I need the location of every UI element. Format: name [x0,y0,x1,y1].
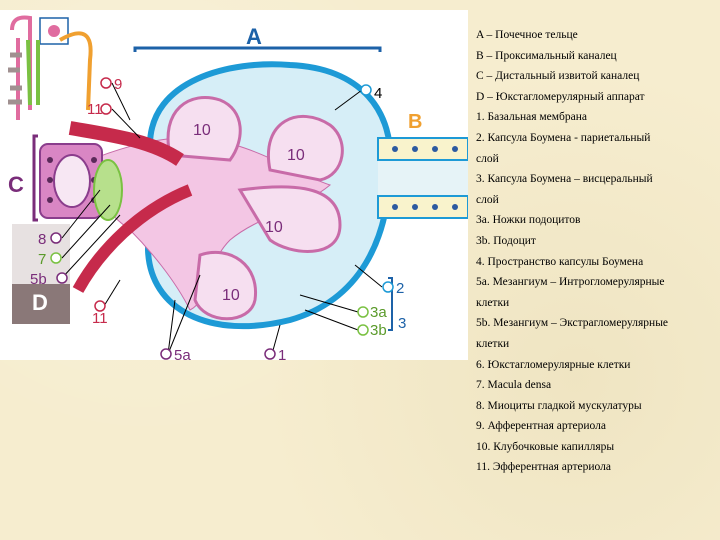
legend-line: клетки [476,296,510,309]
legend-line: 1. Базальная мембрана [476,111,587,124]
legend-line: 3. Капсула Боумена – висцеральный [476,173,653,186]
callout-5b: 5b [30,271,47,288]
callout-6: 7 [38,251,46,268]
legend: A – Почечное тельце B – Проксимальный кан… [476,25,716,478]
legend-line: 5a. Мезангиум – Интрогломерулярные [476,276,665,289]
legend-line: C – Дистальный извитой каналец [476,70,640,83]
legend-line: 11. Эфферентная артериола [476,461,611,474]
legend-line: слой [476,193,499,206]
legend-line: 3а. Ножки подоцитов [476,214,581,227]
callout-7: 8 [38,231,46,248]
renal-corpuscle-diagram: A B C D 10 10 10 10 9 11 4 8 7 5b 11 3a … [0,10,469,364]
legend-line: 10. Клубочковые капилляры [476,440,615,453]
bracket-c [32,134,38,222]
region-label-a: A [246,24,262,49]
callout-8-marker [100,77,112,89]
legend-line: 8. Миоциты гладкой мускулатуры [476,399,642,412]
callout-2-marker [382,281,394,293]
legend-line: 5b. Мезангиум – Экстрагломерулярные [476,317,669,330]
callout-9: 11 [87,101,103,118]
capillary-label: 10 [222,287,240,304]
callout-6-marker [50,252,62,264]
callout-11-marker [94,300,106,312]
callout-4: 4 [374,85,382,102]
capillary-label: 10 [193,122,211,139]
legend-line: D – Юкстагломерулярный аппарат [476,90,645,103]
legend-line: 6. Юкстагломерулярные клетки [476,358,631,371]
region-label-c: C [8,172,24,197]
callout-11-label: 11 [92,310,108,327]
legend-line: 4. Пространство капсулы Боумена [476,255,644,268]
callout-2: 2 [396,280,404,297]
jg-cells [93,159,123,221]
afferent-arteriole [68,121,184,166]
leader-lines [61,82,383,355]
callout-8: 9 [114,76,122,93]
bracket-3 [388,277,393,331]
region-label-b: B [408,111,422,133]
nephron-thumbnail-icon [8,15,93,120]
callout-5b-marker [56,272,68,284]
glomerular-capillaries [166,95,344,321]
callout-1: 1 [278,347,286,360]
legend-line: B – Проксимальный каналец [476,49,617,62]
distal-tubule [39,143,103,219]
callout-3a-marker [357,306,369,318]
callout-5a-marker [160,348,172,360]
callout-3: 3 [398,315,406,332]
legend-line: слой [476,152,499,165]
callout-5a: 5a [174,347,191,360]
proximal-tubule [377,137,469,219]
callout-3b-marker [357,324,369,336]
legend-line: 9. Афферентная артериола [476,420,606,433]
callout-9-marker [100,103,112,115]
callout-7-marker [50,232,62,244]
callout-4-marker [360,84,372,96]
callout-3a: 3a [370,304,387,321]
callout-3b: 3b [370,322,387,339]
efferent-arteriole [72,184,193,293]
callout-1-marker [264,348,276,360]
legend-line: 2. Капсула Боумена - париетальный [476,131,651,144]
legend-line: 7. Macula densa [476,379,552,392]
region-label-d: D [32,290,48,315]
legend-line: клетки [476,337,510,350]
legend-line: 3b. Подоцит [476,234,536,247]
capillary-label: 10 [287,147,305,164]
legend-line: A – Почечное тельце [476,29,578,41]
bracket-a [133,46,382,52]
capillary-label: 10 [265,219,283,236]
